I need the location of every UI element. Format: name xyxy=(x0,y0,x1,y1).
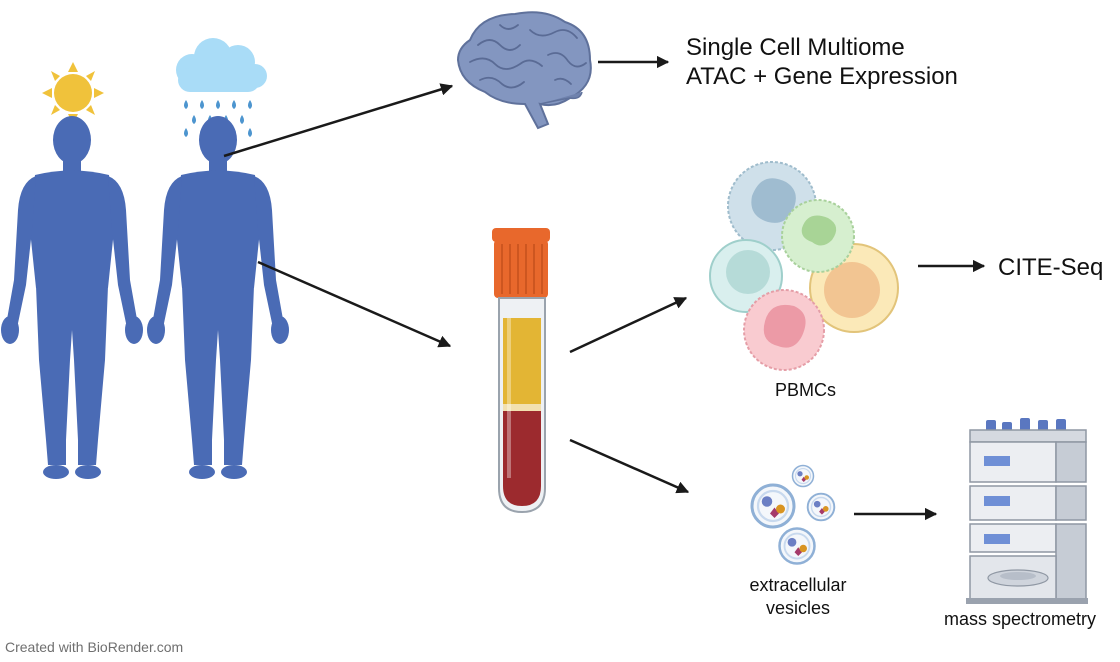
arrow-icon xyxy=(223,83,454,158)
mass-spec-label: mass spectrometry xyxy=(944,609,1097,629)
pbmc-cells-icon xyxy=(709,161,899,371)
footer-credit: Created with BioRender.com xyxy=(5,639,184,655)
mass-spectrometer-icon xyxy=(966,418,1088,604)
arrow-icon xyxy=(569,296,688,354)
rain-cloud-icon xyxy=(176,38,267,137)
pbmcs-label: PBMCs xyxy=(775,380,837,400)
multiome-label-line2: ATAC + Gene Expression xyxy=(686,63,958,90)
multiome-label-line1: Single Cell Multiome xyxy=(686,34,905,61)
blood-tube-icon xyxy=(492,228,550,514)
human-figure-icon xyxy=(1,116,143,479)
sun-icon xyxy=(42,62,104,124)
human-figure-icon xyxy=(147,116,289,479)
arrow-icon xyxy=(569,438,690,494)
extracellular-vesicles-icon xyxy=(750,464,836,565)
ev-label-line2: vesicles xyxy=(765,598,831,618)
arrow-icon xyxy=(257,260,452,348)
cite-seq-label: CITE-Seq xyxy=(998,254,1104,281)
arrows xyxy=(223,55,986,521)
ev-label-line1: extracellular xyxy=(749,575,847,595)
brain-icon xyxy=(456,11,592,130)
